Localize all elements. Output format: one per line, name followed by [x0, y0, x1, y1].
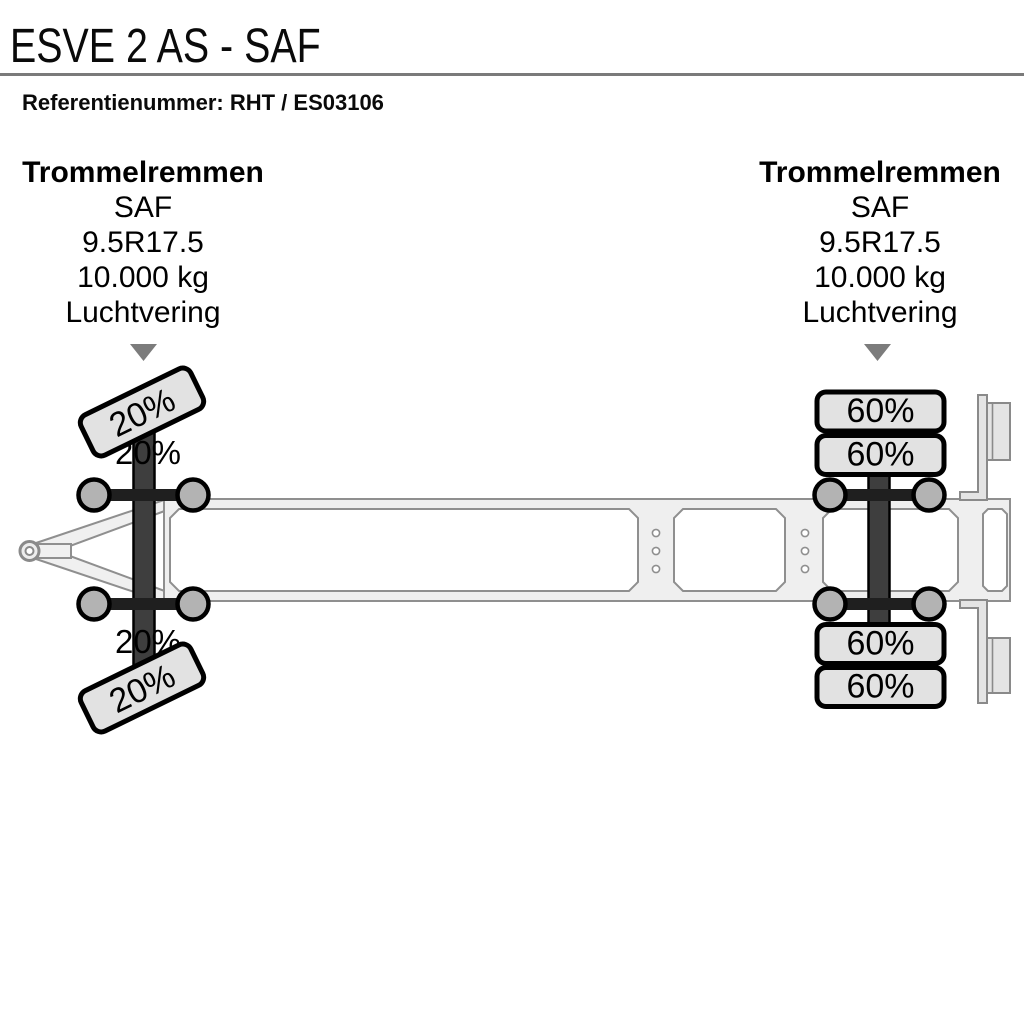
frame-panel-2 — [673, 508, 786, 592]
drawbar-neck — [37, 543, 72, 559]
front-axle-tyre-size: 9.5R17.5 — [82, 226, 204, 259]
rear-wheels-bottom: 60% 60% — [814, 622, 947, 709]
page-title: ESVE 2 AS - SAF — [10, 20, 321, 73]
rear-bumper-post-top — [959, 394, 988, 501]
rear-axle-brand: SAF — [850, 191, 910, 224]
rear-wheel-inner-top-load: 60% — [846, 436, 914, 474]
front-airbag-bottom-right — [175, 586, 211, 622]
front-axle-suspension: Luchtvering — [65, 296, 221, 329]
front-airbag-top-left — [76, 477, 112, 513]
front-axle-capacity: 10.000 kg — [77, 261, 209, 294]
rear-wheel-inner-bottom — [814, 622, 947, 666]
rear-airbag-top-left — [812, 477, 848, 513]
rear-axle-tyre-size: 9.5R17.5 — [819, 226, 941, 259]
reference-label: Referentienummer: — [22, 90, 224, 115]
front-axle-brakes: Trommelremmen — [22, 156, 264, 189]
front-airbag-top-right — [175, 477, 211, 513]
rear-wheel-inner-bottom-load: 60% — [846, 625, 914, 663]
title-separator-rule — [0, 73, 1024, 76]
rear-airbag-bottom-right — [911, 586, 947, 622]
rear-airbag-bottom-left — [812, 586, 848, 622]
rear-lamp-panel-top — [986, 402, 1011, 461]
frame-panel-4 — [982, 508, 1008, 592]
frame-panel-1 — [169, 508, 639, 592]
rear-suspension-arm-top — [830, 489, 929, 501]
front-suspension-arm-bottom — [94, 598, 193, 610]
crossmember-1-holes — [651, 528, 661, 574]
front-axle-brand: SAF — [113, 191, 173, 224]
rear-wheel-outer-bottom-load: 60% — [846, 668, 914, 706]
rear-suspension — [812, 477, 947, 622]
rear-wheel-inner-top — [814, 433, 947, 477]
rear-axle-brakes: Trommelremmen — [759, 156, 1001, 189]
rear-wheel-outer-top-load: 60% — [846, 392, 914, 430]
rear-wheel-outer-bottom — [814, 665, 947, 709]
rear-airbag-top-right — [911, 477, 947, 513]
rear-lamp-panel-bottom — [986, 637, 1011, 694]
rear-axle-suspension: Luchtvering — [802, 296, 958, 329]
rear-axle-annotation: Trommelremmen SAF 9.5R17.5 10.000 kg Luc… — [730, 155, 1024, 330]
front-axle-pointer-icon — [130, 344, 157, 361]
rear-bumper-post-bottom — [959, 599, 988, 704]
drawbar-eye-hole — [24, 546, 35, 556]
rear-wheels-top: 60% 60% — [814, 389, 947, 477]
front-axle-annotation: Trommelremmen SAF 9.5R17.5 10.000 kg Luc… — [0, 155, 293, 330]
rear-bumper-assembly — [959, 394, 1011, 704]
reference-number: Referentienummer: RHT / ES03106 — [22, 90, 384, 116]
front-suspension-arm-top — [94, 489, 193, 501]
rear-suspension-arm-bottom — [830, 598, 929, 610]
front-suspension — [76, 477, 211, 622]
front-airbag-bottom-left — [76, 586, 112, 622]
rear-axle-capacity: 10.000 kg — [814, 261, 946, 294]
crossmember-2-holes — [800, 528, 810, 574]
rear-axle-pointer-icon — [864, 344, 891, 361]
rear-wheel-outer-top — [814, 389, 947, 434]
reference-value: RHT / ES03106 — [229, 90, 384, 115]
